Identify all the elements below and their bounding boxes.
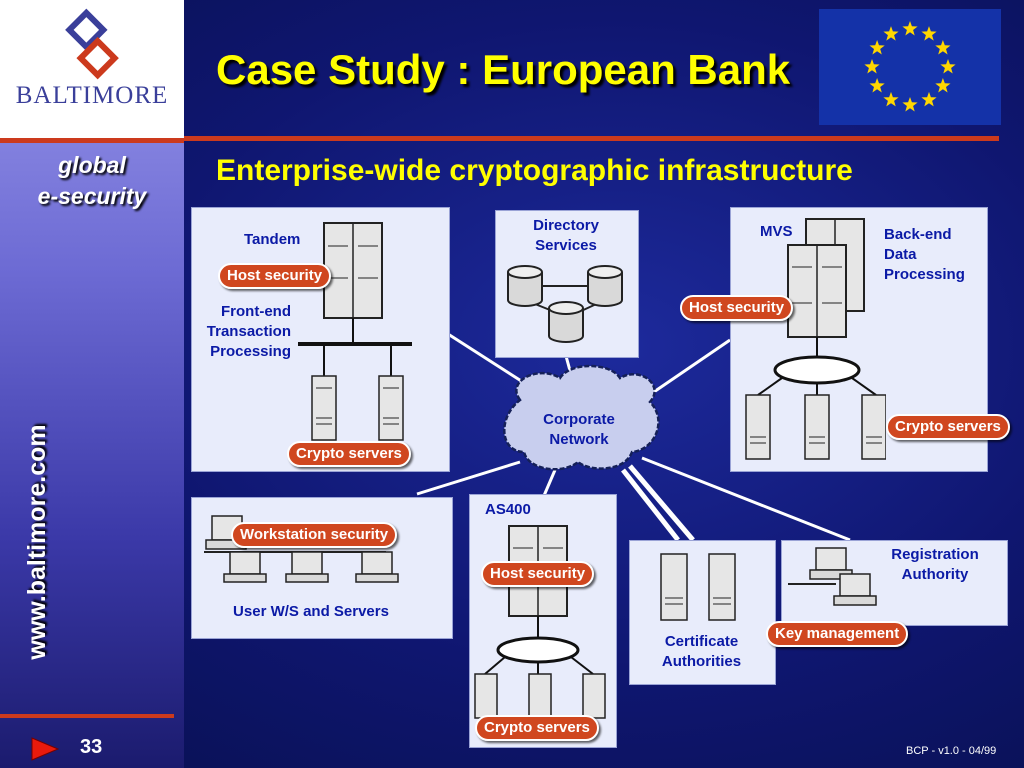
server-tower-icon	[660, 553, 688, 621]
back-end-label: Back-end Data Processing	[884, 225, 965, 285]
tagline: global e-security	[0, 150, 184, 212]
network-cloud-icon	[503, 364, 660, 471]
as400-label: AS400	[485, 501, 531, 518]
eu-star-icon	[864, 59, 880, 74]
eu-star-icon	[869, 40, 885, 55]
database-icon	[548, 301, 584, 343]
back-end-line3: Processing	[884, 266, 965, 283]
connection-lines	[416, 332, 851, 542]
workstation-icon	[355, 551, 399, 583]
tandem-host-security-pill: Host security	[218, 263, 332, 289]
network-label: Corporate Network	[524, 410, 634, 450]
server-tower-icon	[311, 375, 337, 441]
mvs-equipment	[745, 218, 886, 460]
workstation-equipment	[204, 515, 399, 583]
ca-label: Certificate Authorities	[629, 632, 774, 672]
ra-line2: Authority	[901, 566, 969, 583]
database-icon	[587, 265, 623, 307]
server-tower-icon	[378, 375, 404, 441]
sidebar-bottom-line	[0, 714, 174, 718]
mvs-label: MVS	[760, 223, 793, 240]
server-tower-icon	[582, 673, 606, 719]
front-end-line3: Processing	[210, 343, 291, 360]
tandem-equipment	[298, 222, 412, 441]
mvs-host-security-pill: Host security	[680, 295, 794, 321]
eu-star-icon	[883, 26, 899, 41]
network-label-line1: Corporate	[543, 411, 615, 428]
header-rule	[184, 136, 999, 141]
ra-equipment	[788, 547, 877, 606]
logo-area: BALTIMORE	[0, 0, 184, 138]
as400-equipment	[474, 525, 606, 719]
eu-star-icon	[935, 40, 951, 55]
database-icon	[507, 265, 543, 307]
eu-star-icon	[883, 91, 899, 107]
eu-star-icon	[902, 21, 918, 36]
server-tower-icon	[323, 222, 383, 319]
tandem-label: Tandem	[244, 231, 301, 248]
as400-host-security-pill: Host security	[481, 561, 595, 587]
ra-line1: Registration	[891, 546, 979, 563]
workstations-label: User W/S and Servers	[233, 603, 389, 620]
back-end-line1: Back-end	[884, 226, 952, 243]
eu-star-icon	[902, 97, 918, 112]
ca-line2: Authorities	[661, 653, 742, 670]
workstation-icon	[223, 551, 267, 583]
as400-crypto-servers-pill: Crypto servers	[475, 715, 599, 741]
directory-databases	[507, 265, 623, 343]
workstation-icon	[833, 573, 877, 606]
mvs-crypto-servers-pill: Crypto servers	[886, 414, 1010, 440]
baltimore-logo-icon	[65, 8, 119, 80]
back-end-line2: Data	[884, 246, 917, 263]
page-number: 33	[80, 736, 103, 758]
logo-text: BALTIMORE	[15, 82, 169, 109]
eu-star-icon	[940, 59, 956, 74]
tagline-line1: global	[58, 152, 126, 178]
eu-stars	[864, 21, 956, 112]
front-end-label: Front-end Transaction Processing	[191, 302, 291, 362]
eu-flag-icon	[819, 9, 1001, 125]
tagline-line2: e-security	[37, 183, 147, 209]
page-subtitle: Enterprise-wide cryptographic infrastruc…	[216, 154, 853, 187]
directory-line1: Directory	[533, 217, 599, 234]
eu-star-icon	[921, 91, 937, 107]
workstation-icon	[809, 547, 853, 580]
directory-label: Directory Services	[495, 216, 637, 256]
directory-line2: Services	[535, 237, 597, 254]
eu-star-icon	[869, 78, 885, 93]
front-end-line1: Front-end	[221, 303, 291, 320]
server-tower-icon	[745, 394, 771, 460]
page-title: Case Study : European Bank	[216, 46, 791, 93]
sidebar: BALTIMORE global e-security www.baltimor…	[0, 0, 184, 768]
ca-servers	[660, 553, 736, 621]
tandem-crypto-servers-pill: Crypto servers	[287, 441, 411, 467]
server-tower-icon	[474, 673, 498, 719]
server-tower-icon	[708, 553, 736, 621]
workstation-security-pill: Workstation security	[231, 522, 398, 548]
ca-panel	[629, 540, 776, 685]
footer-version: BCP - v1.0 - 04/99	[906, 745, 997, 757]
server-tower-icon	[804, 394, 830, 460]
ra-label: Registration Authority	[876, 545, 994, 585]
key-management-pill: Key management	[766, 621, 909, 647]
front-end-line2: Transaction	[206, 323, 291, 340]
server-tower-icon	[528, 673, 552, 719]
ca-line1: Certificate	[664, 633, 739, 650]
server-tower-icon	[787, 244, 847, 338]
server-tower-icon	[861, 394, 886, 460]
eu-star-icon	[935, 78, 951, 93]
sidebar-divider	[0, 138, 184, 143]
workstation-icon	[285, 551, 329, 583]
network-label-line2: Network	[549, 431, 609, 448]
eu-star-icon	[921, 26, 937, 41]
play-arrow-icon[interactable]	[30, 736, 60, 762]
